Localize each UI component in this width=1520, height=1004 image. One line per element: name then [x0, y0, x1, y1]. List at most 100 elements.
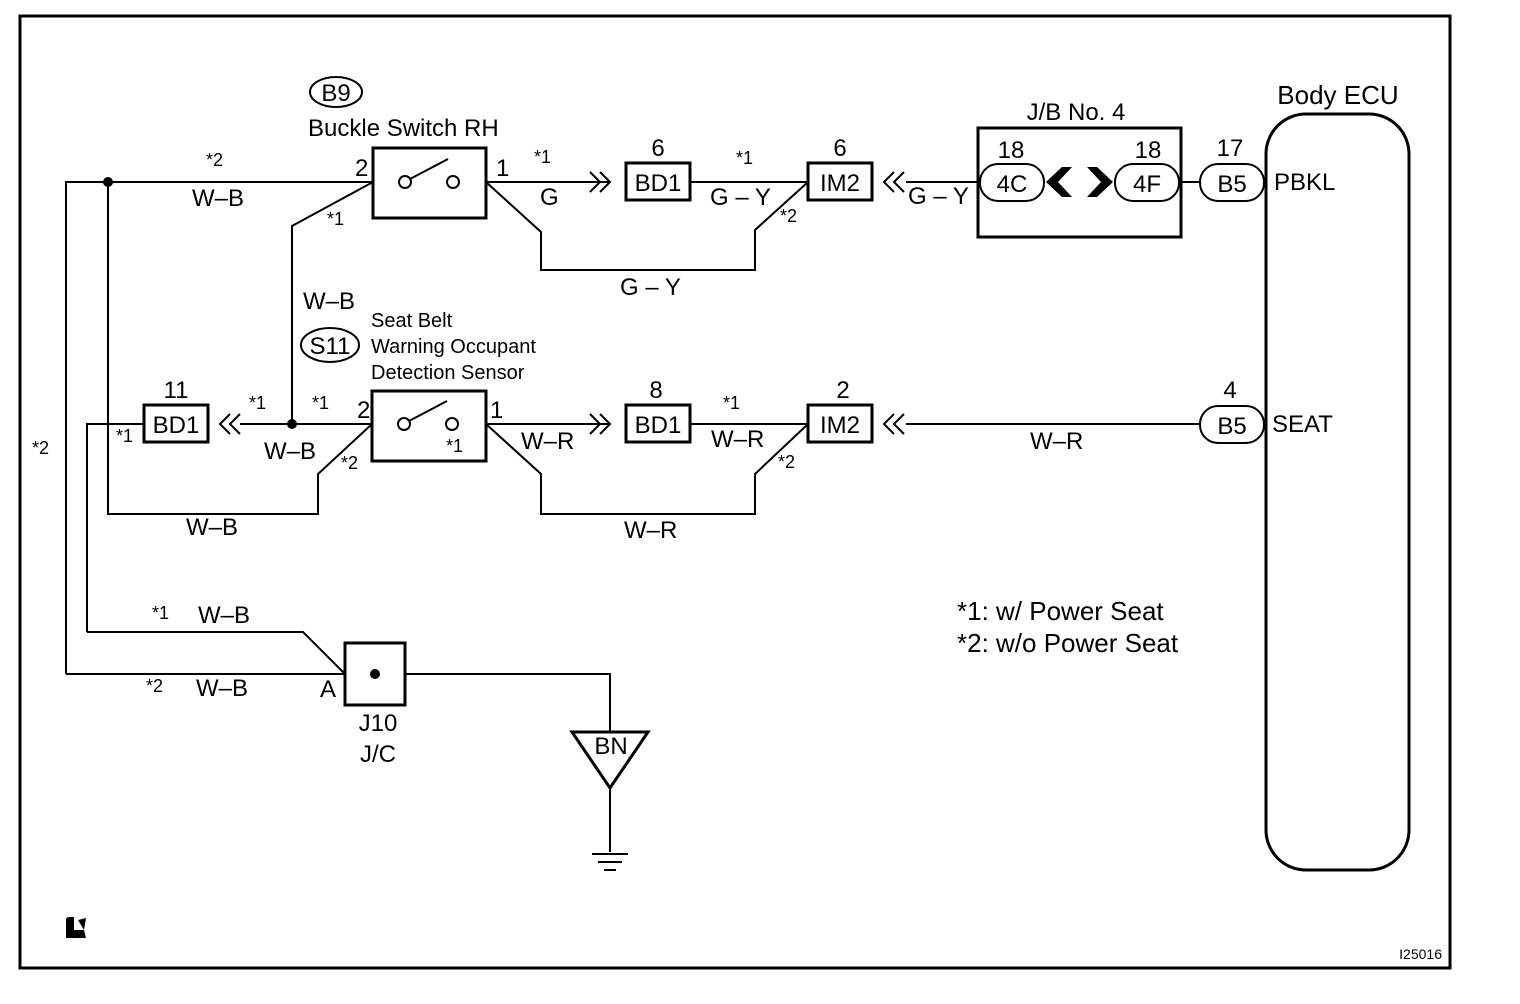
variant-mark: *2	[778, 452, 795, 472]
b9-buckle-switch: B9 Buckle Switch RH 2 1	[308, 76, 509, 220]
j10-junction-connector: A J10 J/C	[320, 641, 407, 768]
s11-name-line2: Warning Occupant	[371, 336, 536, 358]
j10-type: J/C	[360, 741, 396, 768]
b9-contact-left	[398, 175, 412, 189]
connector-chevron-icon	[228, 413, 241, 435]
variant-mark: *1	[249, 393, 266, 413]
ground-label: BN	[594, 733, 627, 760]
ecu-terminal-pbkl: PBKL	[1274, 169, 1335, 196]
connector-chevron-icon	[882, 413, 895, 435]
bd1-mid-box	[624, 403, 692, 444]
variant-mark: *2	[780, 206, 797, 226]
connector-bd1-left: BD1 11	[142, 377, 241, 444]
connector-chevron-icon	[589, 171, 602, 193]
variant-mark: *2	[206, 150, 223, 170]
ecu-body	[1264, 112, 1411, 872]
wire-label: G – Y	[710, 184, 771, 211]
connector-im2-top: IM2 6	[806, 135, 905, 202]
im2-top-box	[806, 161, 874, 202]
wire-label: W–R	[1030, 428, 1083, 455]
b5-top-label: B5	[1217, 171, 1246, 198]
s11-contact-right	[445, 417, 459, 431]
b9-code-badge	[309, 76, 363, 108]
im2-mid-pin: 2	[836, 377, 849, 404]
jb-4c-connector	[979, 163, 1045, 202]
body-ecu: Body ECU PBKL SEAT	[1264, 80, 1411, 872]
ecu-title: Body ECU	[1277, 80, 1398, 110]
b5-mid-pin: 4	[1223, 377, 1236, 404]
variant-mark: *2	[341, 453, 358, 473]
figure-id: I25016	[1399, 946, 1442, 962]
wire-top-wb-left	[65, 181, 373, 674]
jb-arrow-right-icon	[1087, 167, 1113, 197]
j10-dot	[370, 669, 380, 679]
wire-drop-wb-left	[107, 182, 373, 515]
b5-top-pin: 17	[1217, 135, 1244, 162]
splice-point-left	[103, 177, 113, 187]
connector-chevron-icon	[882, 171, 895, 193]
note-no-power-seat: *2: w/o Power Seat	[957, 628, 1179, 658]
wires	[65, 181, 1266, 852]
seat-icon	[66, 917, 86, 938]
b9-switch-blade	[409, 158, 449, 180]
jb-4c-label: 4C	[997, 171, 1028, 198]
b9-name: Buckle Switch RH	[308, 115, 499, 142]
variant-mark: *2	[146, 676, 163, 696]
wire-label: W–B	[186, 514, 238, 541]
b9-switch-body	[371, 146, 488, 220]
variant-mark: *2	[32, 438, 49, 458]
bd1-top-label: BD1	[635, 170, 682, 197]
wire-label: W–B	[192, 185, 244, 212]
wire-mid-bd1-left	[86, 423, 144, 632]
wire-labels: W–B G G – Y G – Y G – Y W–B W–B W–R W–R …	[186, 183, 1083, 702]
connector-im2-mid: IM2 2	[806, 377, 905, 444]
s11-code: S11	[310, 333, 351, 360]
b9-pin-in: 2	[355, 155, 368, 182]
connector-chevron-icon	[589, 413, 602, 435]
wire-j10-to-ground	[405, 673, 611, 732]
connector-b5-top: B5 17	[1199, 135, 1265, 202]
bd1-left-pin: 11	[164, 377, 189, 404]
junction-block-4: J/B No. 4 4C 18 4F 18	[976, 99, 1183, 239]
ground-point-triangle	[569, 730, 651, 791]
variant-mark: *1	[736, 148, 753, 168]
connector-chevron-icon	[218, 413, 231, 435]
ground-bn: BN	[569, 730, 651, 871]
splice-point-mid	[287, 419, 297, 429]
connector-bd1-mid: BD1 8	[589, 377, 692, 444]
connector-b5-mid: B5 4	[1199, 377, 1265, 444]
wire-label: W–R	[624, 517, 677, 544]
wire-label: G	[540, 184, 559, 211]
b9-code: B9	[321, 80, 350, 107]
connector-chevron-icon	[892, 413, 905, 435]
j10-code: J10	[359, 710, 398, 737]
wire-label: G – Y	[620, 274, 681, 301]
variant-mark: *1	[327, 209, 344, 229]
variant-marks: *2 *1 *1 *1 *2 *1 *1 *1 *1 *1 *2 *2 *2 *…	[32, 147, 797, 696]
b5-top-box	[1199, 163, 1265, 202]
s11-switch-body	[370, 389, 488, 463]
variant-mark: *1	[723, 393, 740, 413]
s11-name-line1: Seat Belt	[371, 310, 453, 332]
variant-mark: *1	[534, 147, 551, 167]
wire-label: W–B	[198, 602, 250, 629]
diagram-frame	[18, 14, 1452, 970]
connector-chevron-icon	[599, 413, 612, 435]
wire-label: W–R	[521, 428, 574, 455]
j10-pin: A	[320, 676, 336, 703]
b5-mid-box	[1199, 405, 1265, 444]
s11-switch-blade	[408, 400, 448, 422]
variant-mark: *1	[116, 426, 133, 446]
jb-arrow-left-icon	[1046, 167, 1072, 197]
wire-label: W–B	[196, 675, 248, 702]
connector-chevron-icon	[892, 171, 905, 193]
bd1-left-box	[142, 403, 210, 444]
jb-4f-connector	[1114, 163, 1180, 202]
wire-bottom-wb-1	[87, 631, 346, 675]
wire-label: W–B	[264, 438, 316, 465]
bd1-left-label: BD1	[153, 412, 200, 439]
wire-wb-link-s11	[291, 181, 374, 424]
s11-pin-in: 2	[357, 397, 370, 424]
variant-mark: *1	[312, 393, 329, 413]
